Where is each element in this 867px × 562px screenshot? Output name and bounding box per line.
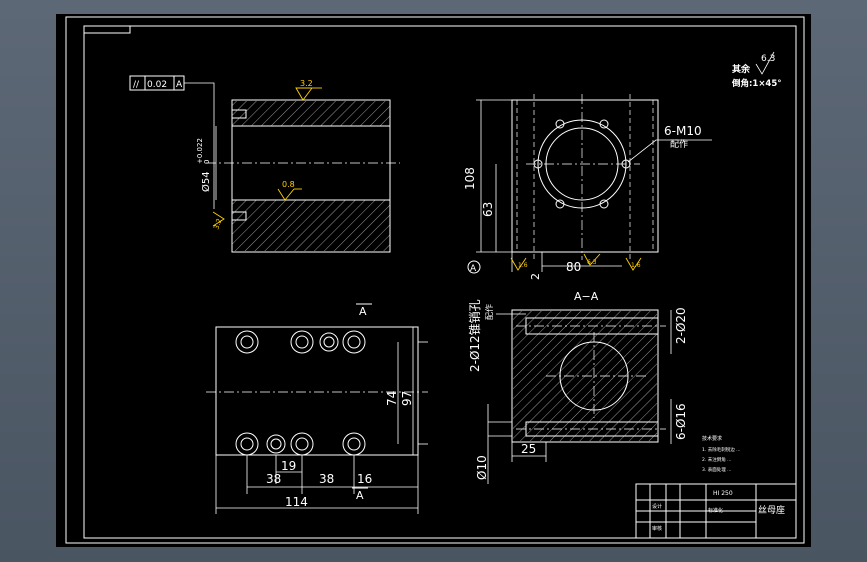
svg-text:38: 38 bbox=[319, 472, 334, 486]
svg-text:19: 19 bbox=[281, 459, 296, 473]
svg-text:Ø54: Ø54 bbox=[200, 171, 212, 192]
svg-text:配作: 配作 bbox=[670, 138, 688, 150]
svg-text:108: 108 bbox=[463, 167, 477, 190]
svg-text:6-M10: 6-M10 bbox=[664, 124, 702, 138]
title-block: HI 250 丝母座 设计 审核 标准化 bbox=[635, 483, 797, 539]
svg-text:倒角:1×45°: 倒角:1×45° bbox=[731, 78, 782, 89]
svg-text:审核: 审核 bbox=[652, 525, 662, 532]
svg-text:2. 未注倒角 ...: 2. 未注倒角 ... bbox=[702, 456, 731, 463]
svg-text:2-Ø20: 2-Ø20 bbox=[674, 307, 688, 344]
outer-border bbox=[65, 16, 805, 544]
svg-text:A: A bbox=[356, 489, 364, 502]
cad-viewport[interactable]: 其余 6.3 倒角:1×45° // 0.02 A Ø54 +0.022 0 3… bbox=[56, 14, 811, 547]
svg-text:25: 25 bbox=[521, 442, 536, 456]
svg-text:3.2: 3.2 bbox=[212, 217, 223, 230]
svg-text:97: 97 bbox=[400, 391, 414, 406]
svg-text:3. 表面处理 ...: 3. 表面处理 ... bbox=[702, 466, 731, 473]
svg-text://: // bbox=[133, 80, 140, 90]
svg-text:其余: 其余 bbox=[732, 63, 751, 75]
svg-text:0.02: 0.02 bbox=[147, 80, 167, 90]
inner-border bbox=[83, 25, 797, 539]
svg-text:6.3: 6.3 bbox=[761, 54, 775, 64]
svg-text:2-Ø12锥销孔: 2-Ø12锥销孔 bbox=[468, 299, 482, 372]
svg-text:设计: 设计 bbox=[652, 503, 662, 510]
svg-text:HI 250: HI 250 bbox=[713, 490, 733, 497]
svg-text:A: A bbox=[470, 264, 477, 274]
svg-text:+0.022: +0.022 bbox=[196, 138, 204, 164]
svg-text:A: A bbox=[176, 80, 183, 90]
svg-text:1. 去除毛刺锐边 ...: 1. 去除毛刺锐边 ... bbox=[702, 446, 740, 453]
svg-text:114: 114 bbox=[285, 495, 308, 509]
technical-notes: 技术要求 1. 去除毛刺锐边 ... 2. 未注倒角 ... 3. 表面处理 .… bbox=[702, 435, 740, 473]
svg-text:63: 63 bbox=[481, 202, 495, 217]
svg-text:0: 0 bbox=[203, 160, 211, 164]
svg-text:Ø10: Ø10 bbox=[475, 455, 489, 480]
svg-text:38: 38 bbox=[266, 472, 281, 486]
tolerance-frame: // 0.02 A bbox=[129, 75, 215, 209]
svg-text:74: 74 bbox=[385, 391, 399, 406]
corner-label-box bbox=[83, 25, 131, 34]
svg-text:6-Ø16: 6-Ø16 bbox=[674, 403, 688, 440]
svg-text:技术要求: 技术要求 bbox=[702, 435, 722, 442]
svg-text:配作: 配作 bbox=[484, 304, 494, 320]
drawing-canvas: 其余 6.3 倒角:1×45° // 0.02 A Ø54 +0.022 0 3… bbox=[65, 16, 805, 544]
svg-text:标准化: 标准化 bbox=[708, 507, 723, 514]
svg-text:3.2: 3.2 bbox=[300, 79, 313, 88]
svg-text:A−A: A−A bbox=[574, 290, 599, 303]
svg-text:A: A bbox=[359, 305, 367, 318]
top-view: A 74 97 19 38 38 16 114 A bbox=[206, 303, 428, 514]
svg-text:丝母座: 丝母座 bbox=[758, 504, 785, 516]
front-view: 6-M10 配作 108 63 80 2 A 1.6 6.3 1.6 bbox=[463, 94, 712, 280]
section-view: A−A 2-Ø12锥销孔 配作 2-Ø20 6-Ø16 25 Ø10 bbox=[468, 290, 688, 484]
svg-text:1.6: 1.6 bbox=[518, 262, 528, 269]
svg-text:0.8: 0.8 bbox=[282, 180, 295, 189]
general-roughness-note: 其余 6.3 倒角:1×45° bbox=[731, 51, 782, 89]
left-view: Ø54 +0.022 0 3.2 0.8 3.2 bbox=[196, 79, 400, 253]
svg-text:16: 16 bbox=[357, 472, 372, 486]
svg-text:80: 80 bbox=[566, 260, 581, 274]
svg-text:2: 2 bbox=[529, 273, 542, 280]
